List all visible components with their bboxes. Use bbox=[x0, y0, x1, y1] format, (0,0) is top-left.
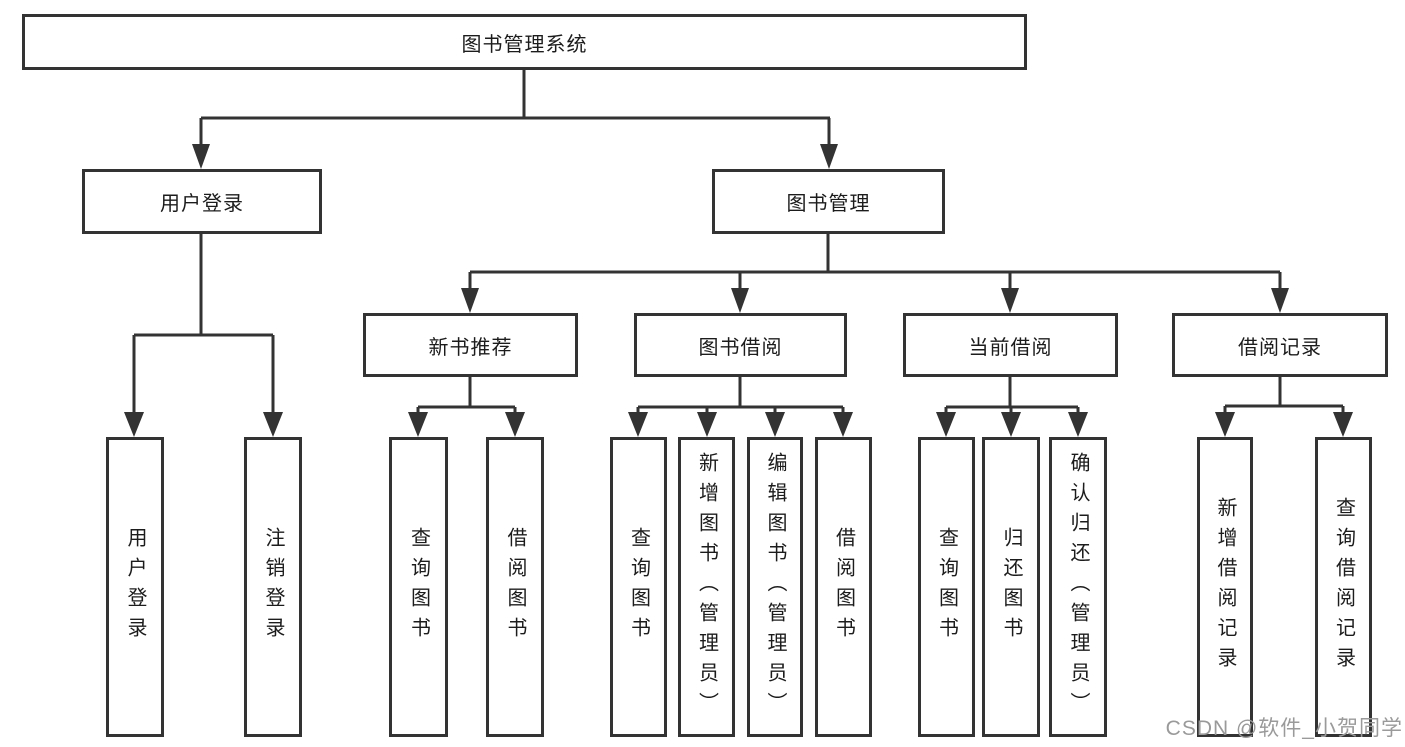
edge-book-borrowing-children bbox=[636, 376, 845, 414]
node-label: 用户登录 bbox=[124, 527, 146, 647]
arrowhead bbox=[731, 288, 749, 313]
watermark: CSDN @软件_小贺同学 bbox=[1165, 717, 1403, 740]
arrowhead bbox=[505, 412, 525, 437]
arrowhead bbox=[820, 144, 838, 169]
node-label: 确认归还（管理员） bbox=[1067, 452, 1089, 722]
leaf-add-borrow-record: 新增借阅记录 bbox=[1197, 437, 1253, 737]
arrowhead bbox=[765, 412, 785, 437]
node-label: 用户登录 bbox=[160, 193, 244, 215]
node-label: 注销登录 bbox=[262, 527, 284, 647]
node-label: 借阅图书 bbox=[504, 527, 526, 647]
node-new-book-recommendation: 新书推荐 bbox=[363, 313, 578, 377]
arrowhead bbox=[461, 288, 479, 313]
leaf-return-books: 归还图书 bbox=[982, 437, 1040, 737]
arrowhead bbox=[1333, 412, 1353, 437]
node-library-system: 图书管理系统 bbox=[22, 14, 1027, 70]
arrowhead bbox=[833, 412, 853, 437]
arrowhead bbox=[263, 412, 283, 437]
leaf-user-login: 用户登录 bbox=[106, 437, 164, 737]
node-label: 新增借阅记录 bbox=[1214, 497, 1236, 677]
arrowhead bbox=[1068, 412, 1088, 437]
leaf-logout: 注销登录 bbox=[244, 437, 302, 737]
node-current-borrowing: 当前借阅 bbox=[903, 313, 1118, 377]
edge-current-borrowing-children bbox=[944, 376, 1080, 414]
edge-new-book-rec-children bbox=[416, 376, 517, 414]
arrowhead bbox=[408, 412, 428, 437]
leaf-borrow-books: 借阅图书 bbox=[815, 437, 872, 737]
node-label: 查询图书 bbox=[407, 527, 430, 647]
node-label: 图书借阅 bbox=[698, 336, 783, 359]
node-user-login: 用户登录 bbox=[82, 169, 322, 234]
leaf-borrow-books-recommend: 借阅图书 bbox=[486, 437, 544, 737]
edge-book-management-children bbox=[468, 233, 1282, 290]
arrowhead bbox=[1215, 412, 1235, 437]
node-label: 查询借阅记录 bbox=[1332, 497, 1355, 677]
edge-root-to-level2 bbox=[199, 69, 831, 146]
node-label: 编辑图书（管理员） bbox=[764, 452, 786, 722]
arrowhead bbox=[936, 412, 956, 437]
leaf-query-books-recommend: 查询图书 bbox=[389, 437, 448, 737]
node-label: 图书管理 bbox=[786, 193, 871, 215]
node-book-borrowing: 图书借阅 bbox=[634, 313, 847, 377]
leaf-query-borrow-record: 查询借阅记录 bbox=[1315, 437, 1372, 737]
arrowhead bbox=[1001, 412, 1021, 437]
node-label: 新增图书（管理员） bbox=[695, 452, 718, 722]
leaf-query-books-current: 查询图书 bbox=[918, 437, 975, 737]
node-label: 归还图书 bbox=[1000, 527, 1022, 647]
leaf-add-books-admin: 新增图书（管理员） bbox=[678, 437, 735, 737]
leaf-edit-books-admin: 编辑图书（管理员） bbox=[747, 437, 803, 737]
node-label: 当前借阅 bbox=[968, 336, 1053, 359]
arrowhead bbox=[192, 144, 210, 169]
node-label: 图书管理系统 bbox=[461, 33, 588, 56]
arrowhead bbox=[697, 412, 717, 437]
arrowhead bbox=[1001, 288, 1019, 313]
node-label: 查询图书 bbox=[935, 527, 958, 647]
arrowhead bbox=[1271, 288, 1289, 313]
edge-borrowing-records-children bbox=[1223, 376, 1345, 414]
leaf-confirm-return-admin: 确认归还（管理员） bbox=[1049, 437, 1107, 737]
node-borrowing-records: 借阅记录 bbox=[1172, 313, 1388, 377]
node-label: 借阅记录 bbox=[1238, 336, 1322, 359]
arrowhead bbox=[124, 412, 144, 437]
node-book-management: 图书管理 bbox=[712, 169, 945, 234]
arrowhead bbox=[628, 412, 648, 437]
leaf-query-books-borrow: 查询图书 bbox=[610, 437, 667, 737]
node-label: 借阅图书 bbox=[832, 527, 855, 647]
node-label: 新书推荐 bbox=[428, 336, 513, 359]
node-label: 查询图书 bbox=[627, 527, 650, 647]
edge-user-login-children bbox=[132, 233, 275, 414]
